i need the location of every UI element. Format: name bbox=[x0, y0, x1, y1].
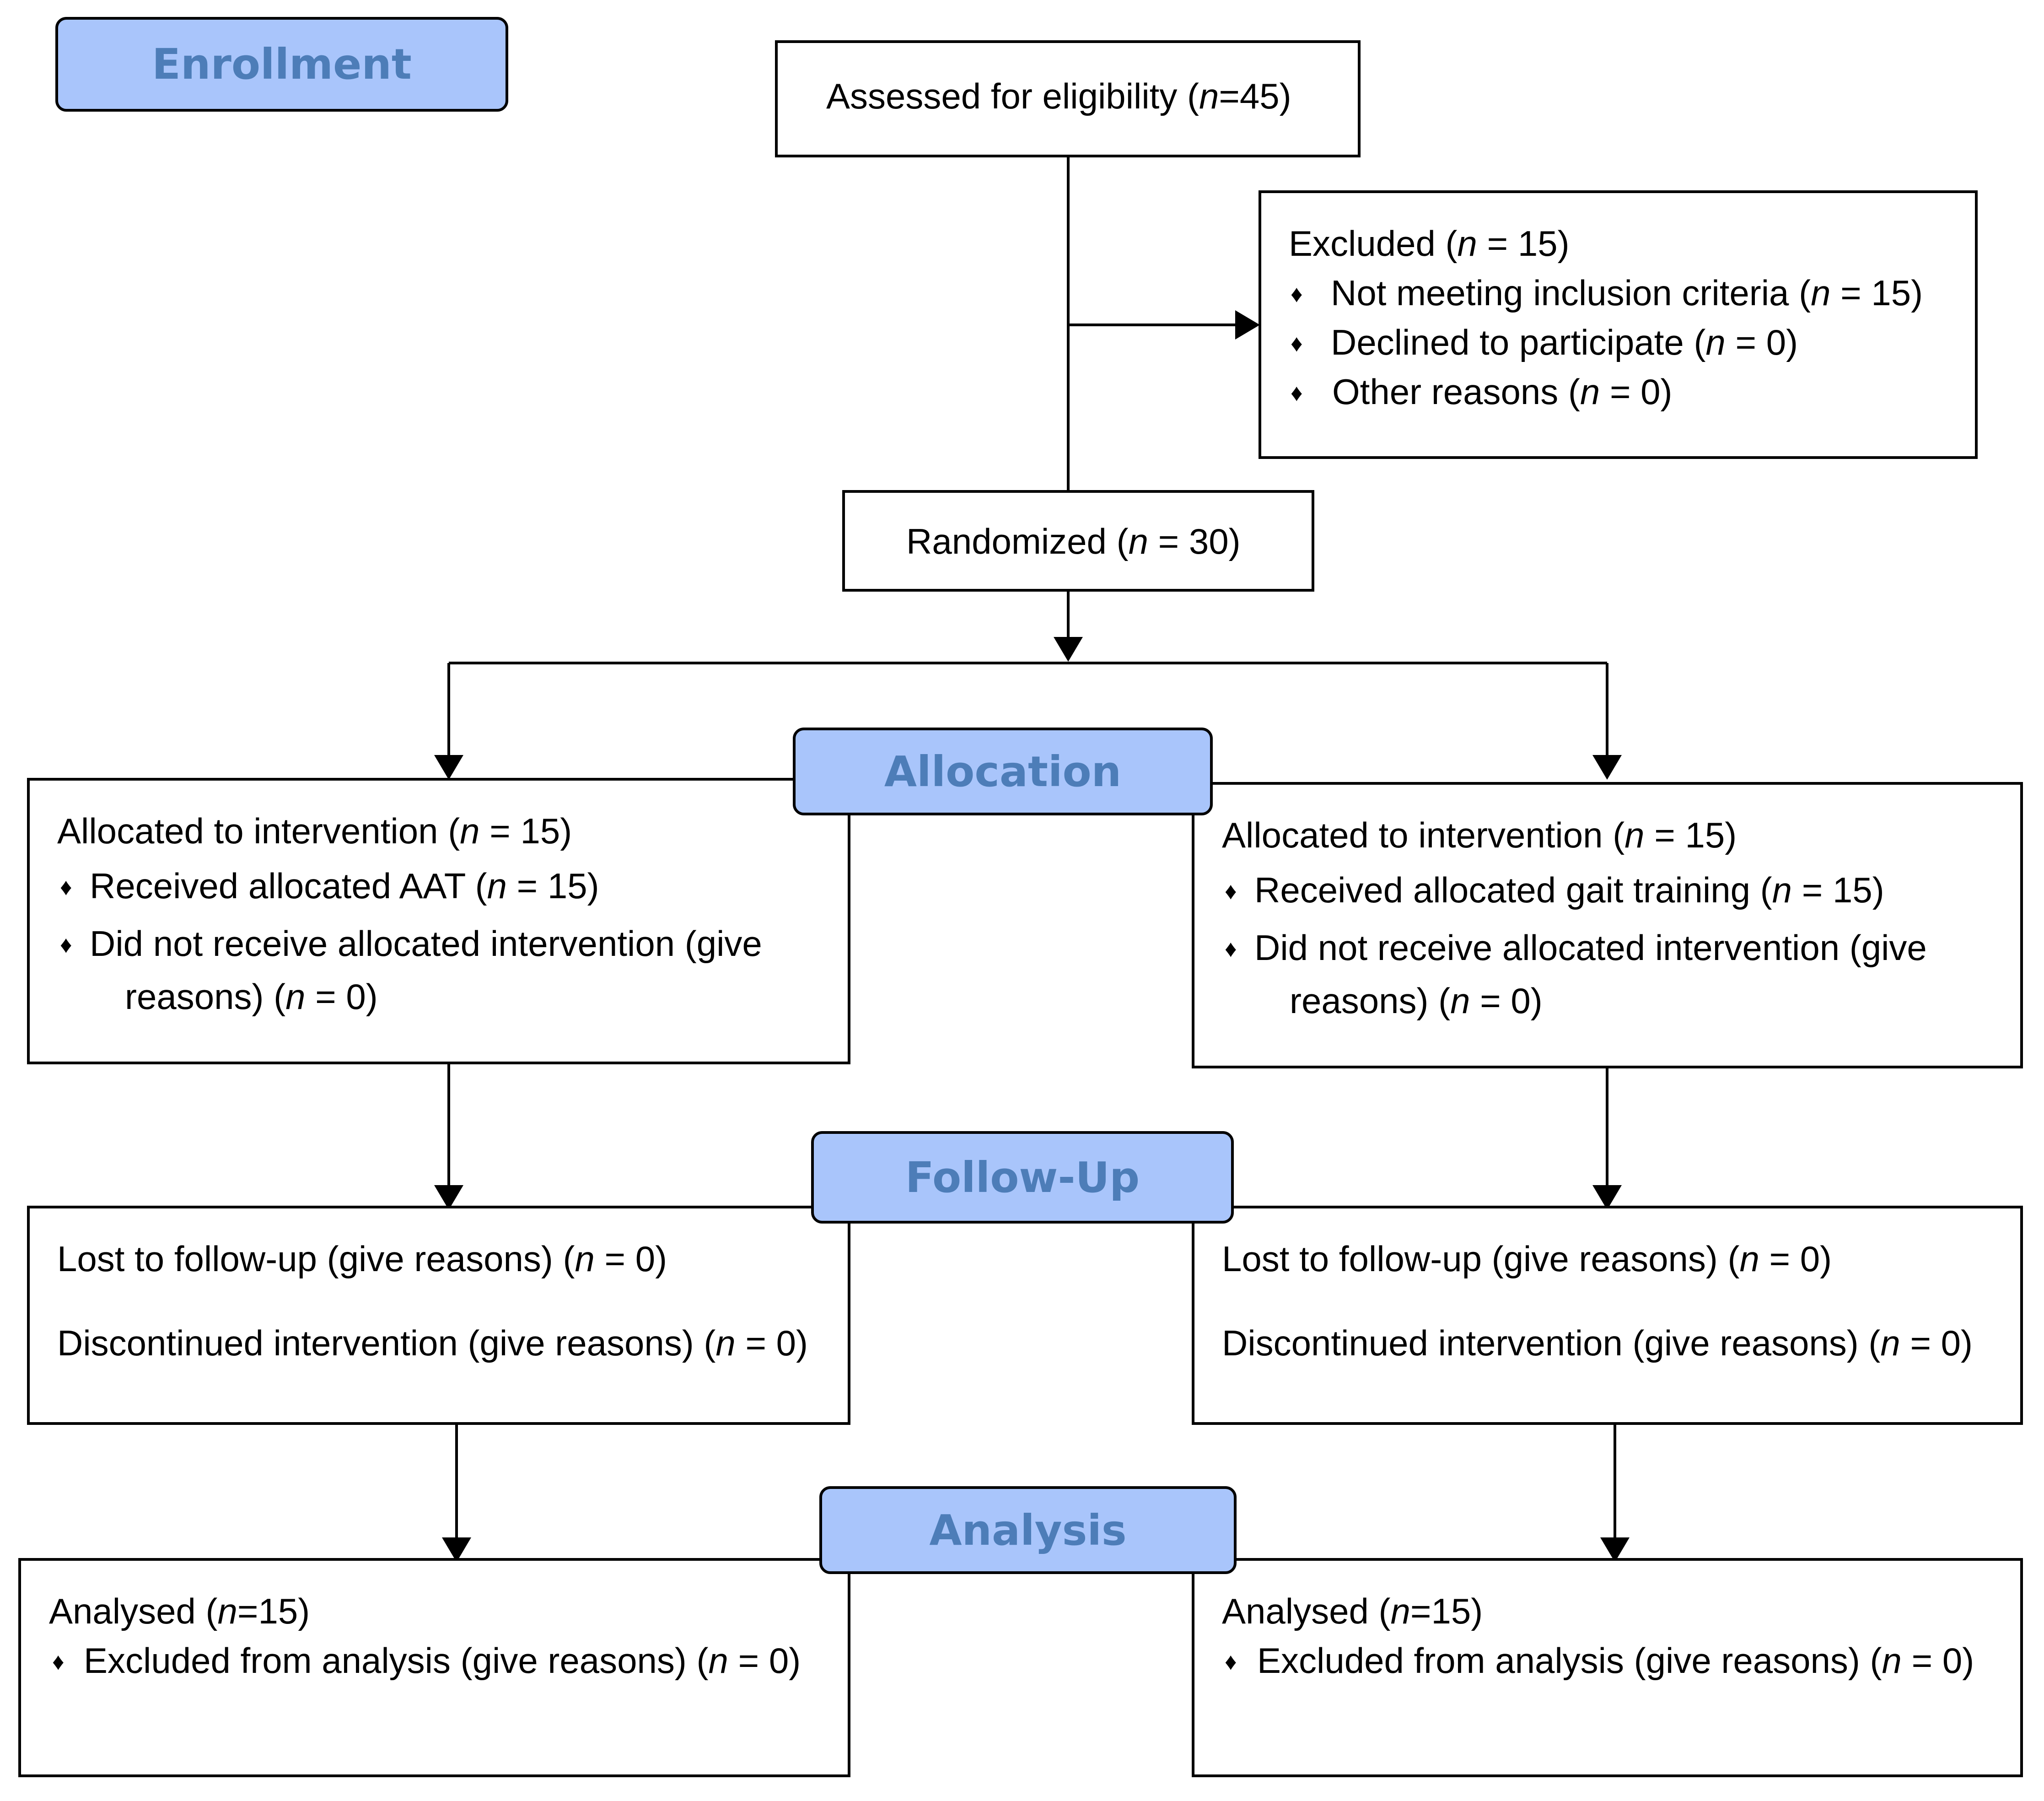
bullet-icon: ♦ bbox=[1291, 281, 1303, 307]
excluded-item-declined: Declined to participate (n = 0) bbox=[1331, 322, 1798, 362]
excluded-item-inclusion: Not meeting inclusion criteria (n = 15) bbox=[1331, 273, 1923, 313]
analysis-box-left: Analysed (n=15) ♦ Excluded from analysis… bbox=[18, 1558, 850, 1777]
bullet-icon: ♦ bbox=[60, 932, 72, 958]
received-text: Received allocated AAT (n = 15) bbox=[90, 866, 599, 906]
excluded-analysis-text: Excluded from analysis (give reasons) (n… bbox=[84, 1640, 801, 1681]
stage-label-allocation: Allocation bbox=[793, 728, 1213, 815]
bullet-icon: ♦ bbox=[1291, 380, 1303, 406]
analysed-text: Analysed (n=15) bbox=[1222, 1591, 1483, 1631]
excluded-item-other: Other reasons (n = 0) bbox=[1332, 372, 1673, 412]
allocated-text: Allocated to intervention (n = 15) bbox=[1222, 815, 1737, 855]
arrow-randomized-split bbox=[1054, 637, 1083, 662]
allocated-text: Allocated to intervention (n = 15) bbox=[57, 811, 572, 851]
received-text: Received allocated gait training (n = 15… bbox=[1254, 870, 1884, 910]
excluded-analysis-text: Excluded from analysis (give reasons) (n… bbox=[1257, 1640, 1974, 1681]
assessed-text: Assessed for eligibility (n=45) bbox=[826, 76, 1291, 116]
randomized-box: Randomized (n = 30) bbox=[842, 490, 1314, 592]
stage-label-follow-up: Follow-Up bbox=[811, 1131, 1234, 1224]
lost-text: Lost to follow-up (give reasons) (n = 0) bbox=[1222, 1239, 1832, 1279]
bullet-icon: ♦ bbox=[60, 874, 72, 900]
bullet-icon: ♦ bbox=[1225, 878, 1237, 905]
not-received-reasons: reasons) (n = 0) bbox=[1290, 981, 1543, 1021]
analysed-text: Analysed (n=15) bbox=[49, 1591, 310, 1631]
allocation-box-left: Allocated to intervention (n = 15) ♦ Rec… bbox=[27, 778, 850, 1064]
stage-label-enrollment: Enrollment bbox=[55, 17, 508, 112]
arrow-right-analysis bbox=[1600, 1537, 1630, 1562]
not-received-reasons: reasons) (n = 0) bbox=[125, 976, 378, 1017]
discontinued-text: Discontinued intervention (give reasons)… bbox=[57, 1323, 808, 1363]
arrow-left-followup bbox=[434, 1185, 463, 1210]
analysis-box-right: Analysed (n=15) ♦ Excluded from analysis… bbox=[1192, 1558, 2023, 1777]
arrow-left-analysis bbox=[442, 1537, 471, 1562]
bullet-icon: ♦ bbox=[1225, 1649, 1237, 1675]
bullet-icon: ♦ bbox=[1291, 330, 1303, 357]
arrow-to-right-allocation bbox=[1592, 755, 1622, 780]
lost-text: Lost to follow-up (give reasons) (n = 0) bbox=[57, 1239, 667, 1279]
assessed-box: Assessed for eligibility (n=45) bbox=[775, 40, 1361, 157]
not-received-text: Did not receive allocated intervention (… bbox=[1254, 927, 1927, 968]
arrow-to-left-allocation bbox=[434, 755, 463, 780]
randomized-text: Randomized (n = 30) bbox=[906, 521, 1241, 561]
not-received-text: Did not receive allocated intervention (… bbox=[90, 923, 762, 964]
excluded-box: Excluded (n = 15) ♦ Not meeting inclusio… bbox=[1259, 190, 1978, 459]
discontinued-text: Discontinued intervention (give reasons)… bbox=[1222, 1323, 1973, 1363]
arrow-to-excluded bbox=[1235, 310, 1260, 340]
stage-label-analysis: Analysis bbox=[819, 1486, 1237, 1574]
bullet-icon: ♦ bbox=[1225, 936, 1237, 962]
bullet-icon: ♦ bbox=[52, 1649, 65, 1675]
allocation-box-right: Allocated to intervention (n = 15) ♦ Rec… bbox=[1192, 782, 2023, 1068]
followup-box-right: Lost to follow-up (give reasons) (n = 0)… bbox=[1192, 1206, 2023, 1425]
excluded-title: Excluded (n = 15) bbox=[1289, 223, 1570, 264]
arrow-right-followup bbox=[1592, 1185, 1622, 1210]
followup-box-left: Lost to follow-up (give reasons) (n = 0)… bbox=[27, 1206, 850, 1425]
